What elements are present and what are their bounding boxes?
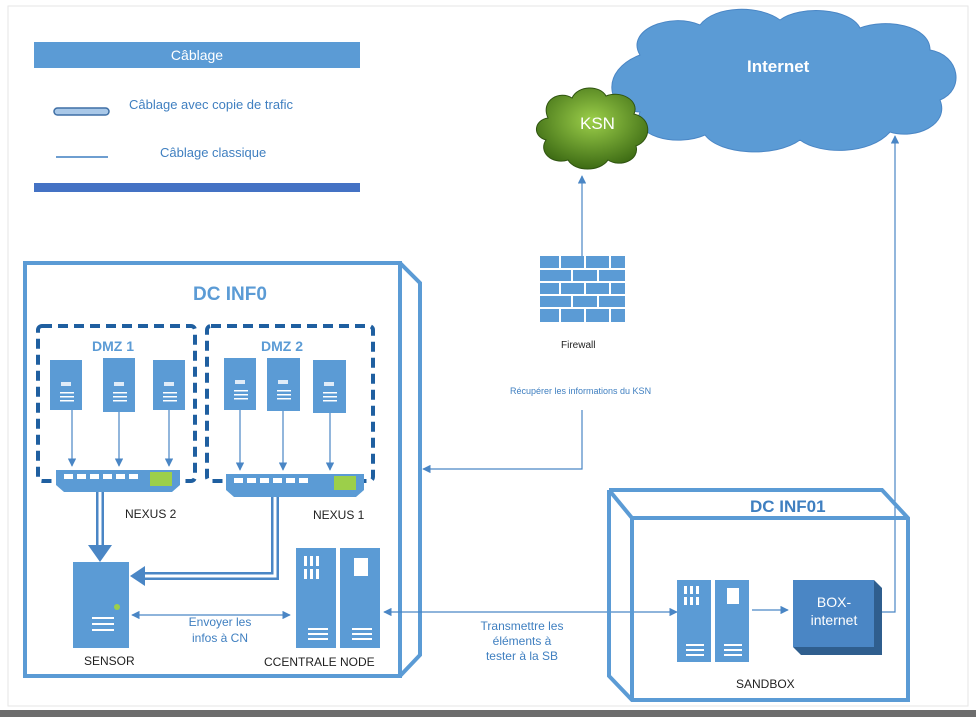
- dc-info0-title: DC INF0: [193, 284, 267, 305]
- legend-copy-label: Câblage avec copie de trafic: [129, 97, 294, 112]
- sensor-server: [73, 562, 129, 648]
- firewall-to-dc-arrow: [422, 410, 583, 474]
- dmz1-zone: [36, 324, 197, 483]
- legend-bottom-bar: [34, 183, 360, 192]
- bottom-scrollbar[interactable]: [0, 710, 976, 717]
- box-internet-label: BOX-internet: [810, 594, 858, 628]
- ksn-label: KSN: [580, 114, 615, 133]
- legend-classic-label: Câblage classique: [160, 145, 267, 160]
- legend-title: Câblage: [34, 42, 360, 68]
- firewall-icon: [540, 256, 625, 322]
- box-internet-device: [793, 580, 882, 655]
- dc-info01-frame: [607, 488, 910, 702]
- nexus1-to-sensor-copy-link: [130, 497, 279, 586]
- dmz1-server-3: [153, 360, 185, 410]
- nexus1-switch: [226, 474, 364, 497]
- dmz2-label: DMZ 2: [261, 338, 303, 354]
- firewall-label: Firewall: [561, 340, 596, 351]
- ksn-cloud: [536, 87, 649, 170]
- legend-copy-cable: [53, 107, 110, 116]
- nexus2-label: NEXUS 2: [125, 507, 177, 521]
- sensor-label: SENSOR: [84, 654, 135, 668]
- nexus1-label: NEXUS 1: [313, 508, 365, 522]
- dmz2-server-1: [224, 358, 256, 410]
- page-border: [7, 5, 969, 707]
- box-to-internet-arrow: [880, 135, 900, 613]
- internet-cloud: [611, 8, 957, 153]
- central-node-server: [296, 548, 380, 648]
- sandbox-label: SANDBOX: [736, 677, 795, 691]
- dmz2-server-3: [313, 360, 346, 413]
- dmz1-server-1: [50, 360, 82, 410]
- server-to-switch-arrows: [67, 410, 335, 471]
- sandbox-server: [677, 580, 749, 662]
- central-node-label: CCENTRALE NODE: [264, 655, 375, 669]
- dc-info0-frame: [23, 261, 422, 678]
- dc-info01-title: DC INF01: [750, 497, 826, 516]
- dmz1-server-2: [103, 358, 135, 412]
- internet-label: Internet: [747, 57, 810, 76]
- nexus2-to-sensor-copy-link: [88, 492, 112, 562]
- dmz2-server-2: [267, 358, 300, 411]
- ksn-info-label: Récupérer les informations du KSN: [510, 386, 652, 396]
- dmz1-label: DMZ 1: [92, 338, 134, 354]
- nexus2-switch: [56, 470, 180, 492]
